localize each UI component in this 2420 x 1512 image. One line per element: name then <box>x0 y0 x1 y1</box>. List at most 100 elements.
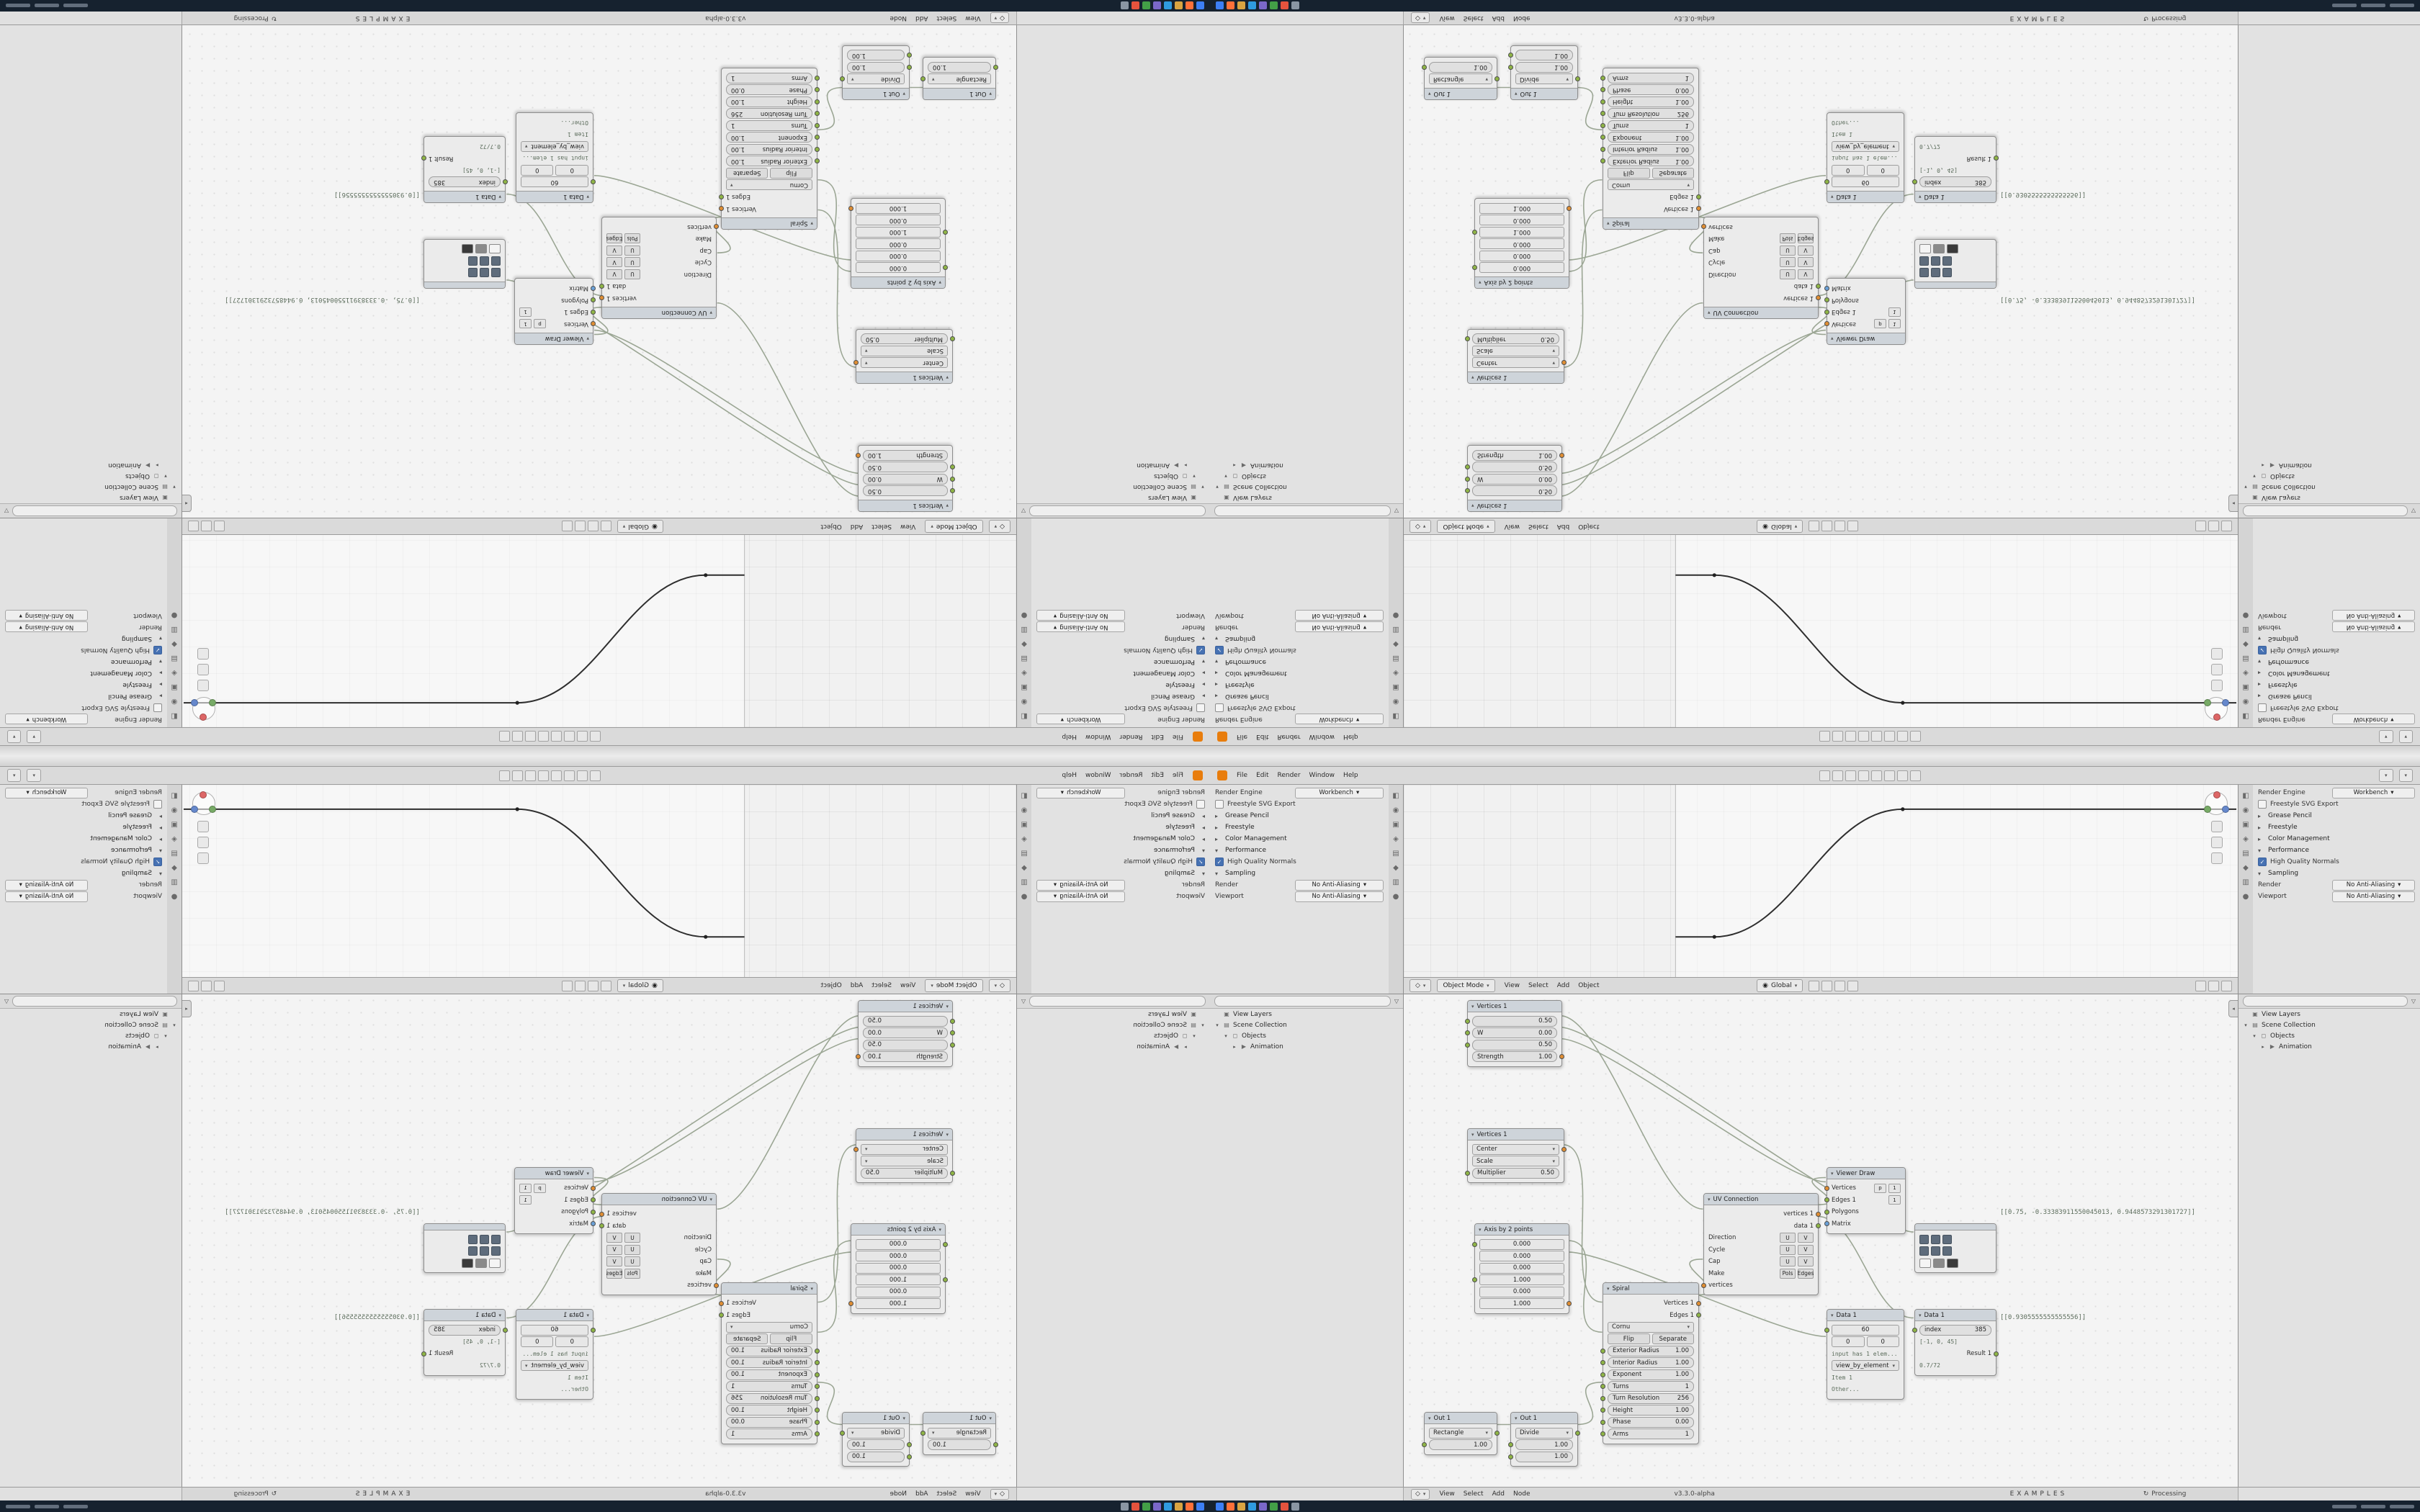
dropdown[interactable]: Scale▾ <box>861 1156 948 1166</box>
input-socket[interactable] <box>591 1327 596 1333</box>
properties-tab-icon[interactable]: ◧ <box>1392 712 1399 720</box>
chevron-down-icon[interactable]: ▾ <box>498 1312 501 1318</box>
properties-tab-icon[interactable]: ◆ <box>2243 640 2249 648</box>
chevron-right-icon[interactable]: ▸ <box>158 812 162 819</box>
taskbar-app-icon[interactable] <box>1281 1 1289 10</box>
node-viewer-index[interactable] <box>1914 239 1996 289</box>
output-socket[interactable] <box>1559 453 1564 458</box>
property-value-dropdown[interactable]: Workbench▾ <box>1294 714 1384 725</box>
properties-tab-icon[interactable]: ▥ <box>1392 626 1399 634</box>
checkbox[interactable] <box>2258 703 2267 712</box>
chevron-right-icon[interactable]: ▸ <box>1184 1043 1187 1050</box>
input-socket[interactable] <box>1600 1395 1605 1401</box>
input-socket[interactable] <box>1824 179 1829 185</box>
properties-tab-icon[interactable]: ◈ <box>171 835 177 843</box>
properties-tab-icon[interactable]: ◉ <box>1021 698 1028 706</box>
dropdown[interactable]: view_by_element▾ <box>1832 141 1899 152</box>
viewlayer-selector[interactable]: ▾ <box>2398 730 2414 743</box>
property-value-dropdown[interactable]: No Anti-Aliasing▾ <box>1294 891 1384 902</box>
checkbox[interactable]: ✓ <box>1196 858 1205 866</box>
toggle-button-icon[interactable] <box>468 1234 478 1244</box>
value-slider[interactable]: 1.00 <box>847 1451 905 1462</box>
chevron-down-icon[interactable]: ▾ <box>1201 847 1205 854</box>
output-socket[interactable] <box>719 206 724 212</box>
chevron-right-icon[interactable]: ▸ <box>2258 681 2262 688</box>
section-header[interactable]: Color Management <box>1133 670 1195 677</box>
input-socket[interactable] <box>1824 1197 1829 1202</box>
toolbar-icon[interactable] <box>1821 521 1833 532</box>
dropdown[interactable]: Cornu▾ <box>1608 1321 1694 1333</box>
checkbox[interactable] <box>1196 800 1205 809</box>
section-header[interactable]: Freestyle <box>2268 681 2298 688</box>
chevron-down-icon[interactable]: ▾ <box>1607 220 1610 227</box>
toolbar-icon[interactable] <box>1845 770 1857 781</box>
node-header[interactable]: ▾Data 1 <box>424 1310 505 1321</box>
section-header[interactable]: Grease Pencil <box>108 693 152 700</box>
checkbox[interactable] <box>2258 800 2267 809</box>
value-slider[interactable]: 0.50 <box>863 485 948 497</box>
socket-badge[interactable]: p <box>1874 319 1886 329</box>
chevron-down-icon[interactable]: ▾ <box>1193 473 1196 480</box>
section-header[interactable]: Freestyle <box>1225 824 1255 831</box>
menu-view[interactable]: View <box>1439 1490 1455 1498</box>
input-socket[interactable] <box>591 1185 596 1191</box>
button-v[interactable]: V <box>606 1233 622 1243</box>
chevron-down-icon[interactable]: ▾ <box>1216 484 1219 490</box>
editor-type-button[interactable]: ◇▾ <box>1411 12 1430 24</box>
taskbar-app-icon[interactable] <box>1186 1502 1193 1511</box>
button-u[interactable]: U <box>1780 246 1796 256</box>
input-socket[interactable] <box>1465 336 1470 342</box>
properties-tab-icon[interactable]: ◧ <box>1021 712 1028 720</box>
pan-icon[interactable] <box>197 664 209 675</box>
property-value-dropdown[interactable]: Workbench▾ <box>5 714 88 725</box>
properties-tab-icon[interactable]: ◧ <box>1392 792 1399 800</box>
toolbar-icon[interactable] <box>600 521 611 532</box>
input-socket[interactable] <box>1508 53 1513 58</box>
button-u[interactable]: U <box>1780 269 1796 279</box>
node-header[interactable]: ▾Vertices 1 <box>859 500 952 511</box>
orientation-selector[interactable]: ◉Global▾ <box>617 520 663 533</box>
input-socket[interactable] <box>1600 1408 1605 1413</box>
axis-y-handle[interactable] <box>2222 806 2229 813</box>
input-socket[interactable] <box>815 76 820 81</box>
output-socket[interactable] <box>853 360 859 366</box>
property-value-dropdown[interactable]: No Anti-Aliasing▾ <box>5 621 88 633</box>
menu-file[interactable]: File <box>1172 733 1183 740</box>
output-socket[interactable] <box>1559 1054 1564 1059</box>
toggle-button-icon[interactable] <box>1931 1246 1940 1256</box>
input-socket[interactable] <box>815 1348 820 1354</box>
input-socket[interactable] <box>1600 135 1605 140</box>
chevron-down-icon[interactable]: ▾ <box>1471 374 1474 381</box>
chevron-down-icon[interactable]: ▾ <box>1201 658 1205 665</box>
taskbar-app-icon[interactable] <box>1121 1 1129 10</box>
properties-tab-icon[interactable]: ● <box>2242 893 2249 901</box>
toolbar-icon[interactable] <box>550 731 562 742</box>
checkbox[interactable] <box>1196 703 1205 712</box>
input-socket[interactable] <box>950 1018 955 1024</box>
filter-icon[interactable]: ▽ <box>4 998 9 1004</box>
input-socket[interactable] <box>1472 265 1477 271</box>
value-slider[interactable]: 0.50 <box>863 1039 948 1050</box>
outliner-row[interactable]: ▾▤Scene Collection <box>0 1020 182 1030</box>
toolbar-icon[interactable] <box>2208 980 2219 991</box>
chevron-down-icon[interactable]: ▾ <box>498 194 501 200</box>
value-field[interactable]: 0.000 <box>1479 251 1564 261</box>
taskbar-app-icon[interactable] <box>1291 1 1299 10</box>
taskbar-app-icon[interactable] <box>1196 1502 1204 1511</box>
value-slider[interactable]: 0.50 <box>863 462 948 473</box>
chevron-right-icon[interactable]: ▸ <box>2258 835 2262 842</box>
menu-object[interactable]: Object <box>820 982 842 989</box>
node-header[interactable]: ▾Vertices 1 <box>1468 1001 1561 1012</box>
chevron-down-icon[interactable]: ▾ <box>1919 1312 1922 1318</box>
chevron-down-icon[interactable]: ▾ <box>164 473 167 480</box>
button-v[interactable]: V <box>1798 1233 1814 1243</box>
properties-tab-icon[interactable]: ▤ <box>1021 654 1028 662</box>
chevron-right-icon[interactable]: ▸ <box>1201 812 1205 819</box>
properties-tab-icon[interactable]: ● <box>1021 611 1028 619</box>
